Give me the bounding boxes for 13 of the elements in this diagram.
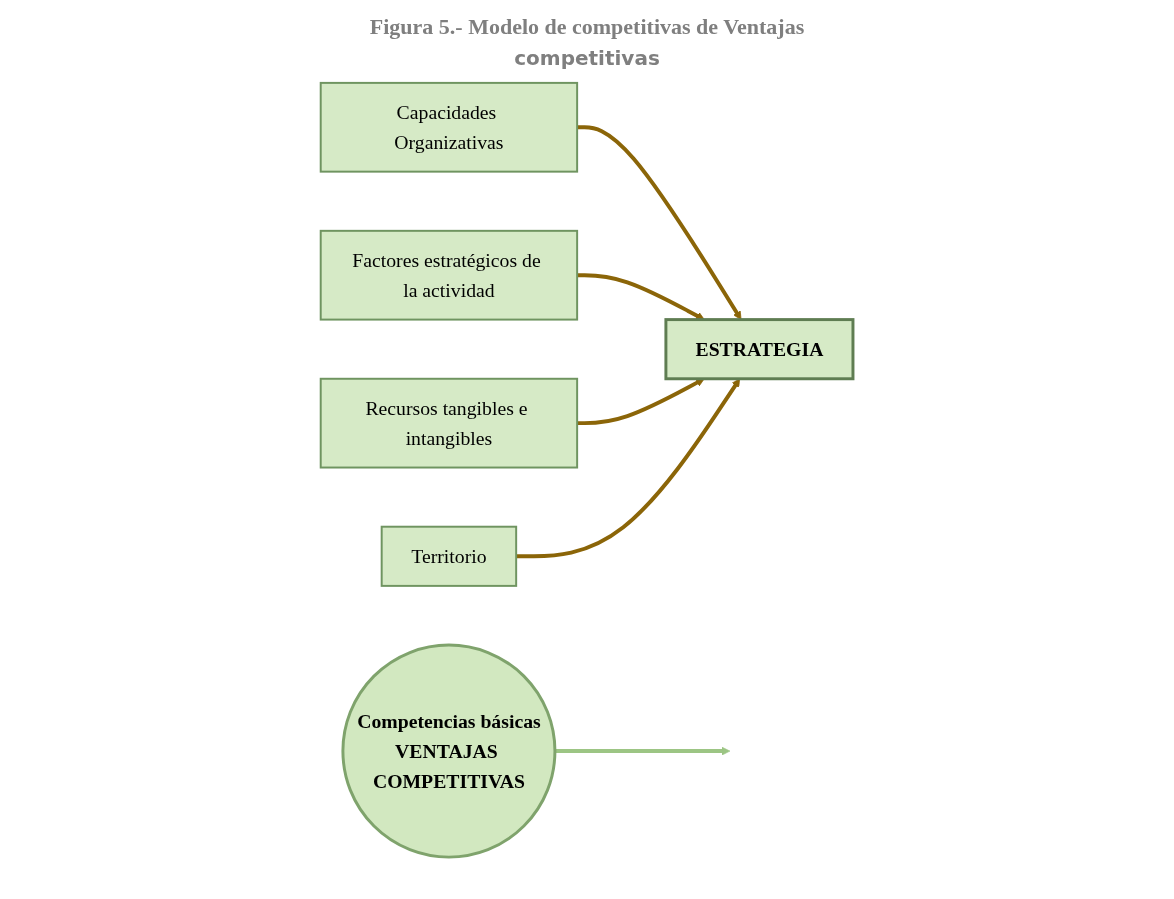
- arrow: [577, 125, 742, 320]
- arrow: [516, 378, 741, 559]
- node-box: Territorio: [380, 525, 518, 587]
- figure-title: Figura 5.- Modelo de competitivas de Ventajas: [368, 14, 806, 40]
- subtitle-text: competitivas: [513, 46, 661, 70]
- arrow: [577, 378, 705, 426]
- arrow: [577, 273, 705, 320]
- node-box: Capacidades Organizativas: [319, 81, 579, 173]
- arrow: [555, 746, 731, 756]
- node-box: Recursos tangibles e intangibles: [319, 377, 579, 469]
- node-box: ESTRATEGIA: [664, 318, 855, 381]
- node-box: Factores estratégicos de la actividad: [319, 229, 579, 321]
- node-circle: Competencias básicas VENTAJAS COMPETITIVAS: [341, 643, 557, 859]
